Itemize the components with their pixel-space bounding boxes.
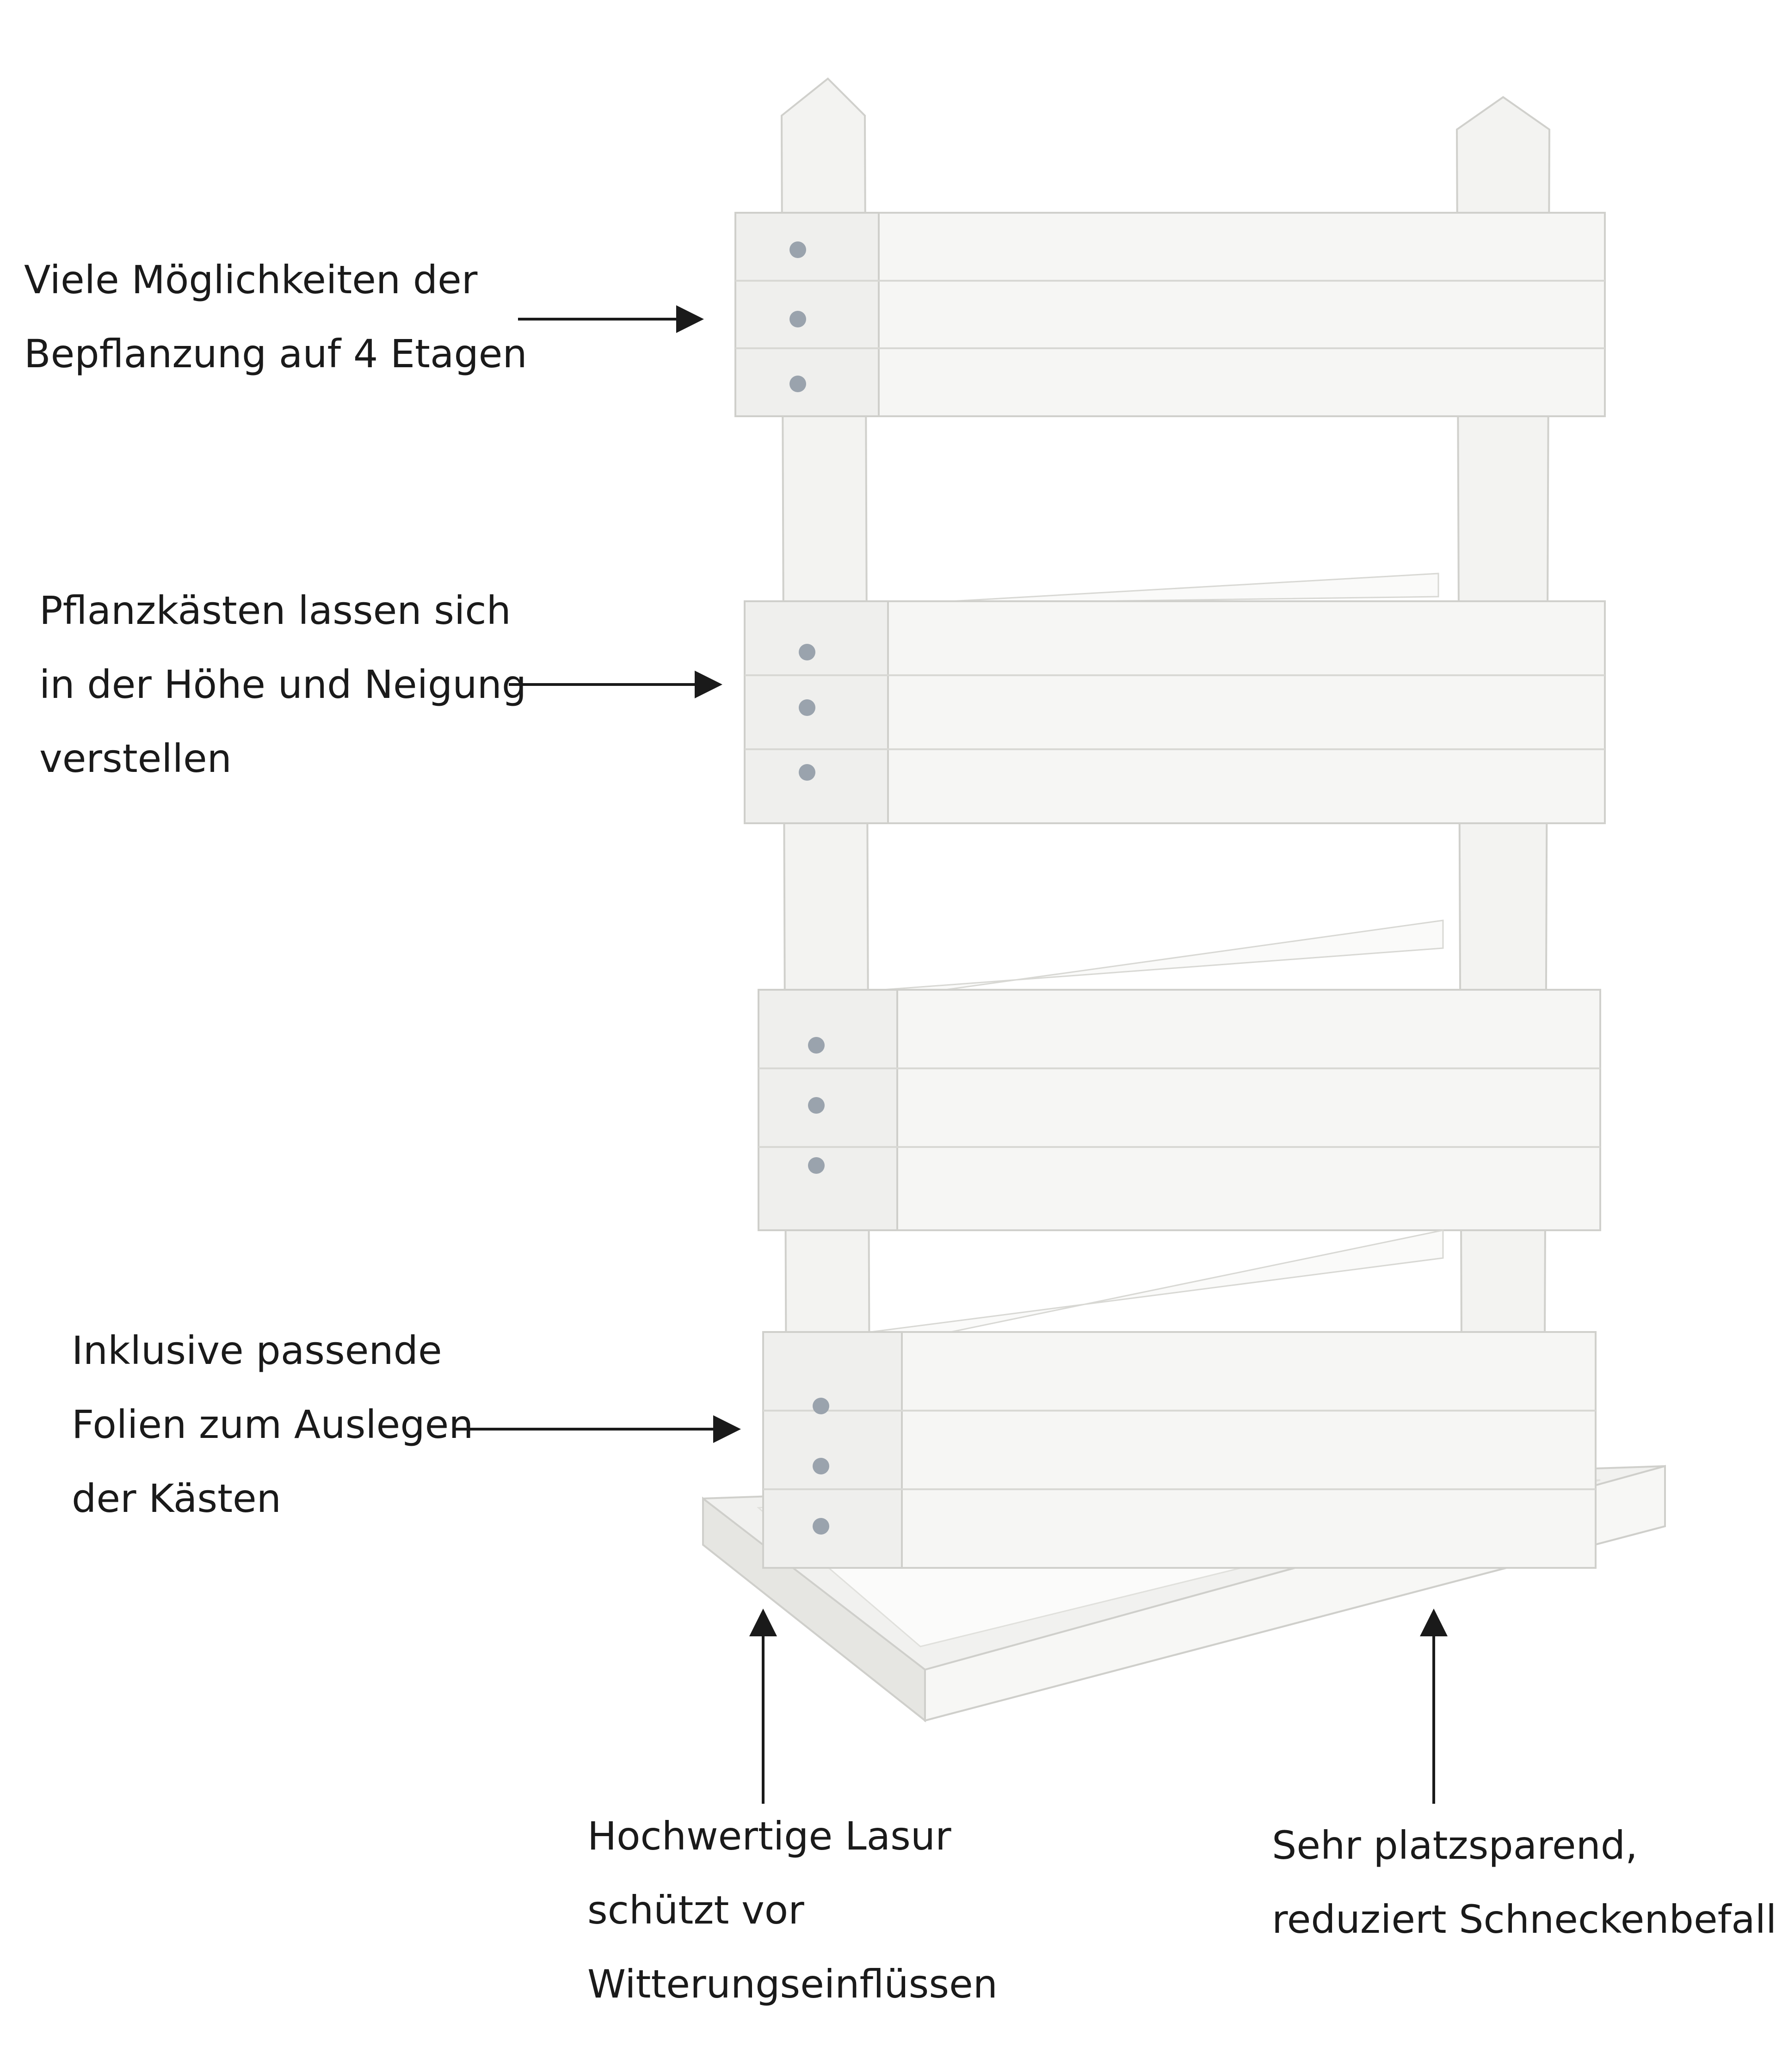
annotation-line: verstellen bbox=[39, 736, 232, 781]
annotation-line: der Kästen bbox=[72, 1476, 281, 1521]
annotation-bottom-left: Hochwertige Lasur schützt vor Witterungs… bbox=[587, 1799, 998, 2021]
annotation-line: Witterungseinflüssen bbox=[587, 1961, 998, 2007]
annotation-line: Folien zum Auslegen bbox=[72, 1402, 474, 1447]
annotation-bottom-right: Sehr platzsparend, reduziert Schneckenbe… bbox=[1272, 1808, 1776, 1956]
annotation-lower: Inklusive passende Folien zum Auslegen d… bbox=[72, 1314, 474, 1536]
annotation-line: schützt vor bbox=[587, 1887, 804, 1933]
annotation-line: Viele Möglichkeiten der bbox=[24, 257, 478, 302]
planter-box-3 bbox=[758, 919, 1601, 1231]
annotation-line: Hochwertige Lasur bbox=[587, 1813, 951, 1859]
annotation-middle: Pflanzkästen lassen sich in der Höhe und… bbox=[39, 574, 526, 796]
annotation-line: Inklusive passende bbox=[72, 1328, 442, 1373]
planter-box-2 bbox=[744, 573, 1606, 824]
annotation-line: Bepflanzung auf 4 Etagen bbox=[24, 331, 527, 376]
planter-box-4 bbox=[762, 1229, 1597, 1569]
annotation-line: in der Höhe und Neigung bbox=[39, 662, 527, 707]
annotation-line: Sehr platzsparend, bbox=[1272, 1823, 1638, 1868]
annotation-line: reduziert Schneckenbefall bbox=[1272, 1897, 1776, 1942]
planter-box-1 bbox=[734, 212, 1606, 417]
annotation-line: Pflanzkästen lassen sich bbox=[39, 588, 511, 633]
annotation-top: Viele Möglichkeiten der Bepflanzung auf … bbox=[24, 243, 527, 391]
